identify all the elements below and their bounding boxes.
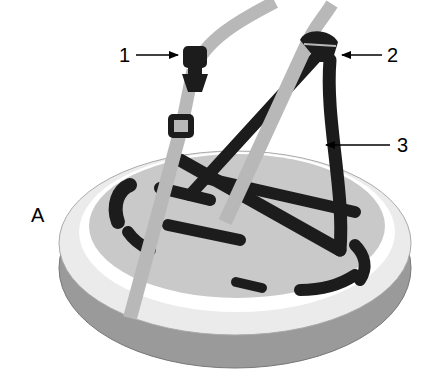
callout-number: 1 bbox=[119, 45, 130, 65]
leader-arrows bbox=[136, 55, 390, 145]
buckles bbox=[168, 31, 338, 138]
callout-number: 2 bbox=[387, 45, 398, 65]
callout-number: 3 bbox=[397, 135, 408, 155]
seat-rim bbox=[59, 151, 411, 335]
shoulder-straps bbox=[130, 2, 332, 318]
figure-letter: A bbox=[31, 205, 44, 225]
seat-lip bbox=[79, 152, 395, 312]
